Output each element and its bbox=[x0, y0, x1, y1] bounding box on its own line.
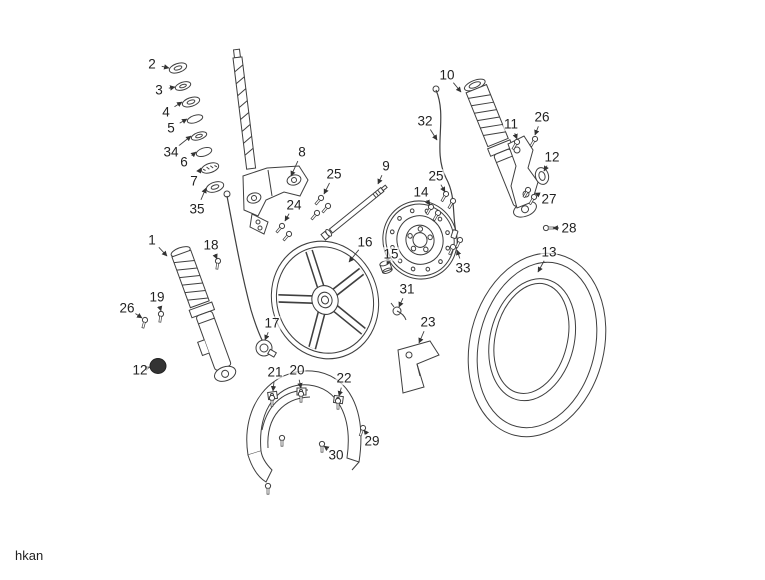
front-wheel bbox=[270, 240, 380, 360]
steering-stem-stack bbox=[168, 62, 225, 193]
left-fork-leg bbox=[170, 246, 237, 382]
cable-clamp bbox=[390, 302, 407, 321]
speedometer-cable bbox=[223, 190, 278, 358]
brake-disc bbox=[382, 200, 458, 280]
axle-cap-right bbox=[534, 167, 550, 185]
watermark-text: hkan bbox=[15, 548, 44, 563]
steering-stem bbox=[232, 48, 257, 170]
brake-hose bbox=[432, 85, 459, 239]
tire bbox=[467, 252, 607, 438]
fender-bracket bbox=[397, 340, 440, 394]
front-axle bbox=[320, 184, 388, 241]
